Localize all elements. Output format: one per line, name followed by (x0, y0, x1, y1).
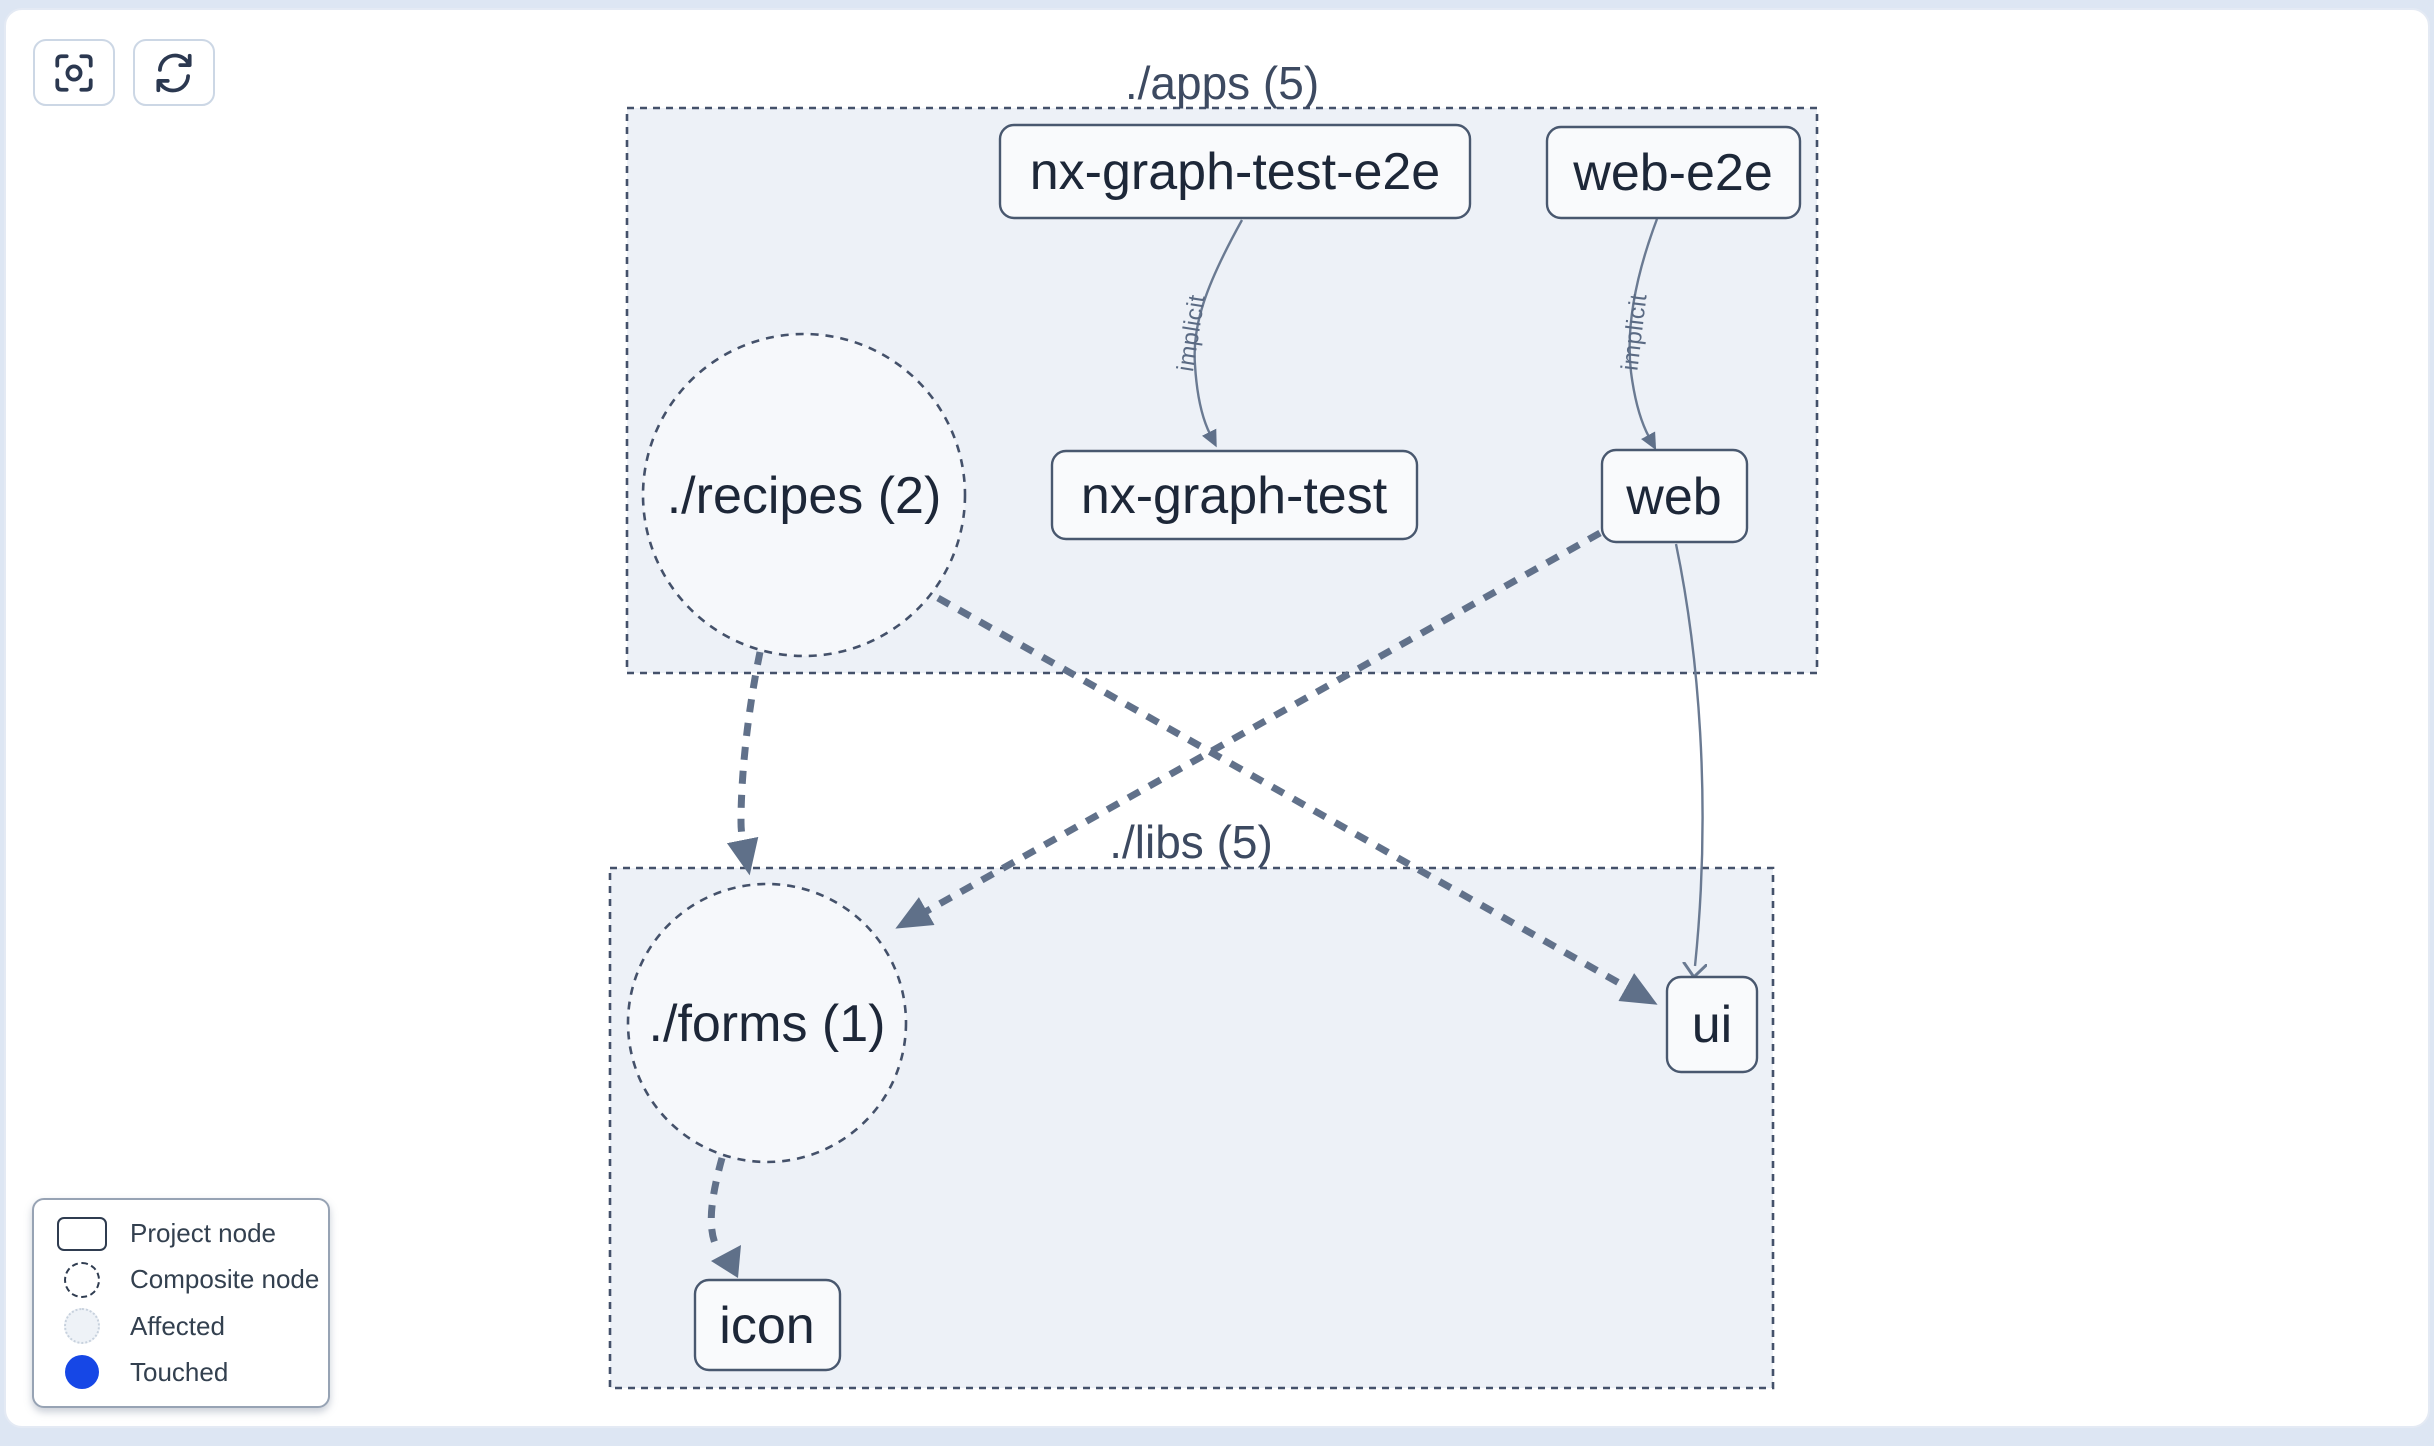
project-node-swatch-icon (34, 1216, 130, 1251)
edge-forms-to-icon (707, 1157, 726, 1250)
node-web-label: web (1625, 468, 1721, 526)
refresh-icon (156, 53, 192, 92)
group-apps-title: ./apps (5) (1125, 57, 1319, 109)
legend-item-touched: Touched (34, 1355, 328, 1390)
node-ui[interactable] (1665, 975, 1759, 1074)
legend-label: Project node (130, 1218, 276, 1249)
legend-item-composite-node: Composite node (34, 1261, 328, 1298)
composite-node-recipes[interactable] (641, 332, 967, 658)
node-web[interactable] (1600, 448, 1749, 544)
center-graph-button[interactable] (33, 39, 115, 106)
composite-node-forms-label: ./forms (1) (649, 995, 886, 1053)
node-nx-graph-test-e2e[interactable] (998, 123, 1472, 220)
node-nx-graph-test-e2e-label: nx-graph-test-e2e (1030, 143, 1440, 201)
touched-swatch-icon (34, 1355, 130, 1390)
legend: Project node Composite node Affected Tou… (32, 1198, 330, 1408)
edge-web-to-ui (1674, 543, 1703, 966)
node-labels: nx-graph-test-e2e web-e2e ./recipes (2) … (649, 143, 1773, 1355)
affected-swatch-icon (34, 1308, 130, 1345)
edges (707, 218, 1703, 1278)
edge-web-to-forms (895, 529, 1602, 929)
legend-label: Touched (130, 1356, 229, 1387)
legend-label: Affected (130, 1310, 225, 1341)
node-web-e2e-label: web-e2e (1572, 144, 1772, 202)
composite-node-swatch-icon (34, 1261, 130, 1298)
node-icon[interactable] (693, 1278, 842, 1372)
composite-node-forms[interactable] (626, 882, 908, 1164)
node-nx-graph-test-label: nx-graph-test (1081, 467, 1388, 525)
node-icon-label: icon (719, 1297, 814, 1355)
edge-forms-to-icon-arrowhead (711, 1245, 741, 1278)
legend-item-project-node: Project node (34, 1216, 328, 1251)
focus-target-icon (55, 53, 93, 92)
refresh-graph-button[interactable] (133, 39, 215, 106)
edge-recipes-to-ui (936, 594, 1658, 1005)
legend-item-affected: Affected (34, 1308, 328, 1345)
edge-web-e2e-to-web (1628, 218, 1659, 451)
edge-nx-graph-test-e2e-to-nx-graph-test (1193, 219, 1244, 448)
legend-label: Composite node (130, 1264, 320, 1295)
node-nx-graph-test[interactable] (1050, 449, 1419, 541)
edge-recipes-to-forms (726, 651, 764, 876)
graph-toolbar (33, 39, 215, 106)
node-ui-label: ui (1692, 996, 1732, 1054)
group-libs-title: ./libs (5) (1109, 816, 1273, 868)
node-web-e2e[interactable] (1545, 125, 1802, 220)
composite-node-recipes-label: ./recipes (2) (667, 467, 942, 525)
